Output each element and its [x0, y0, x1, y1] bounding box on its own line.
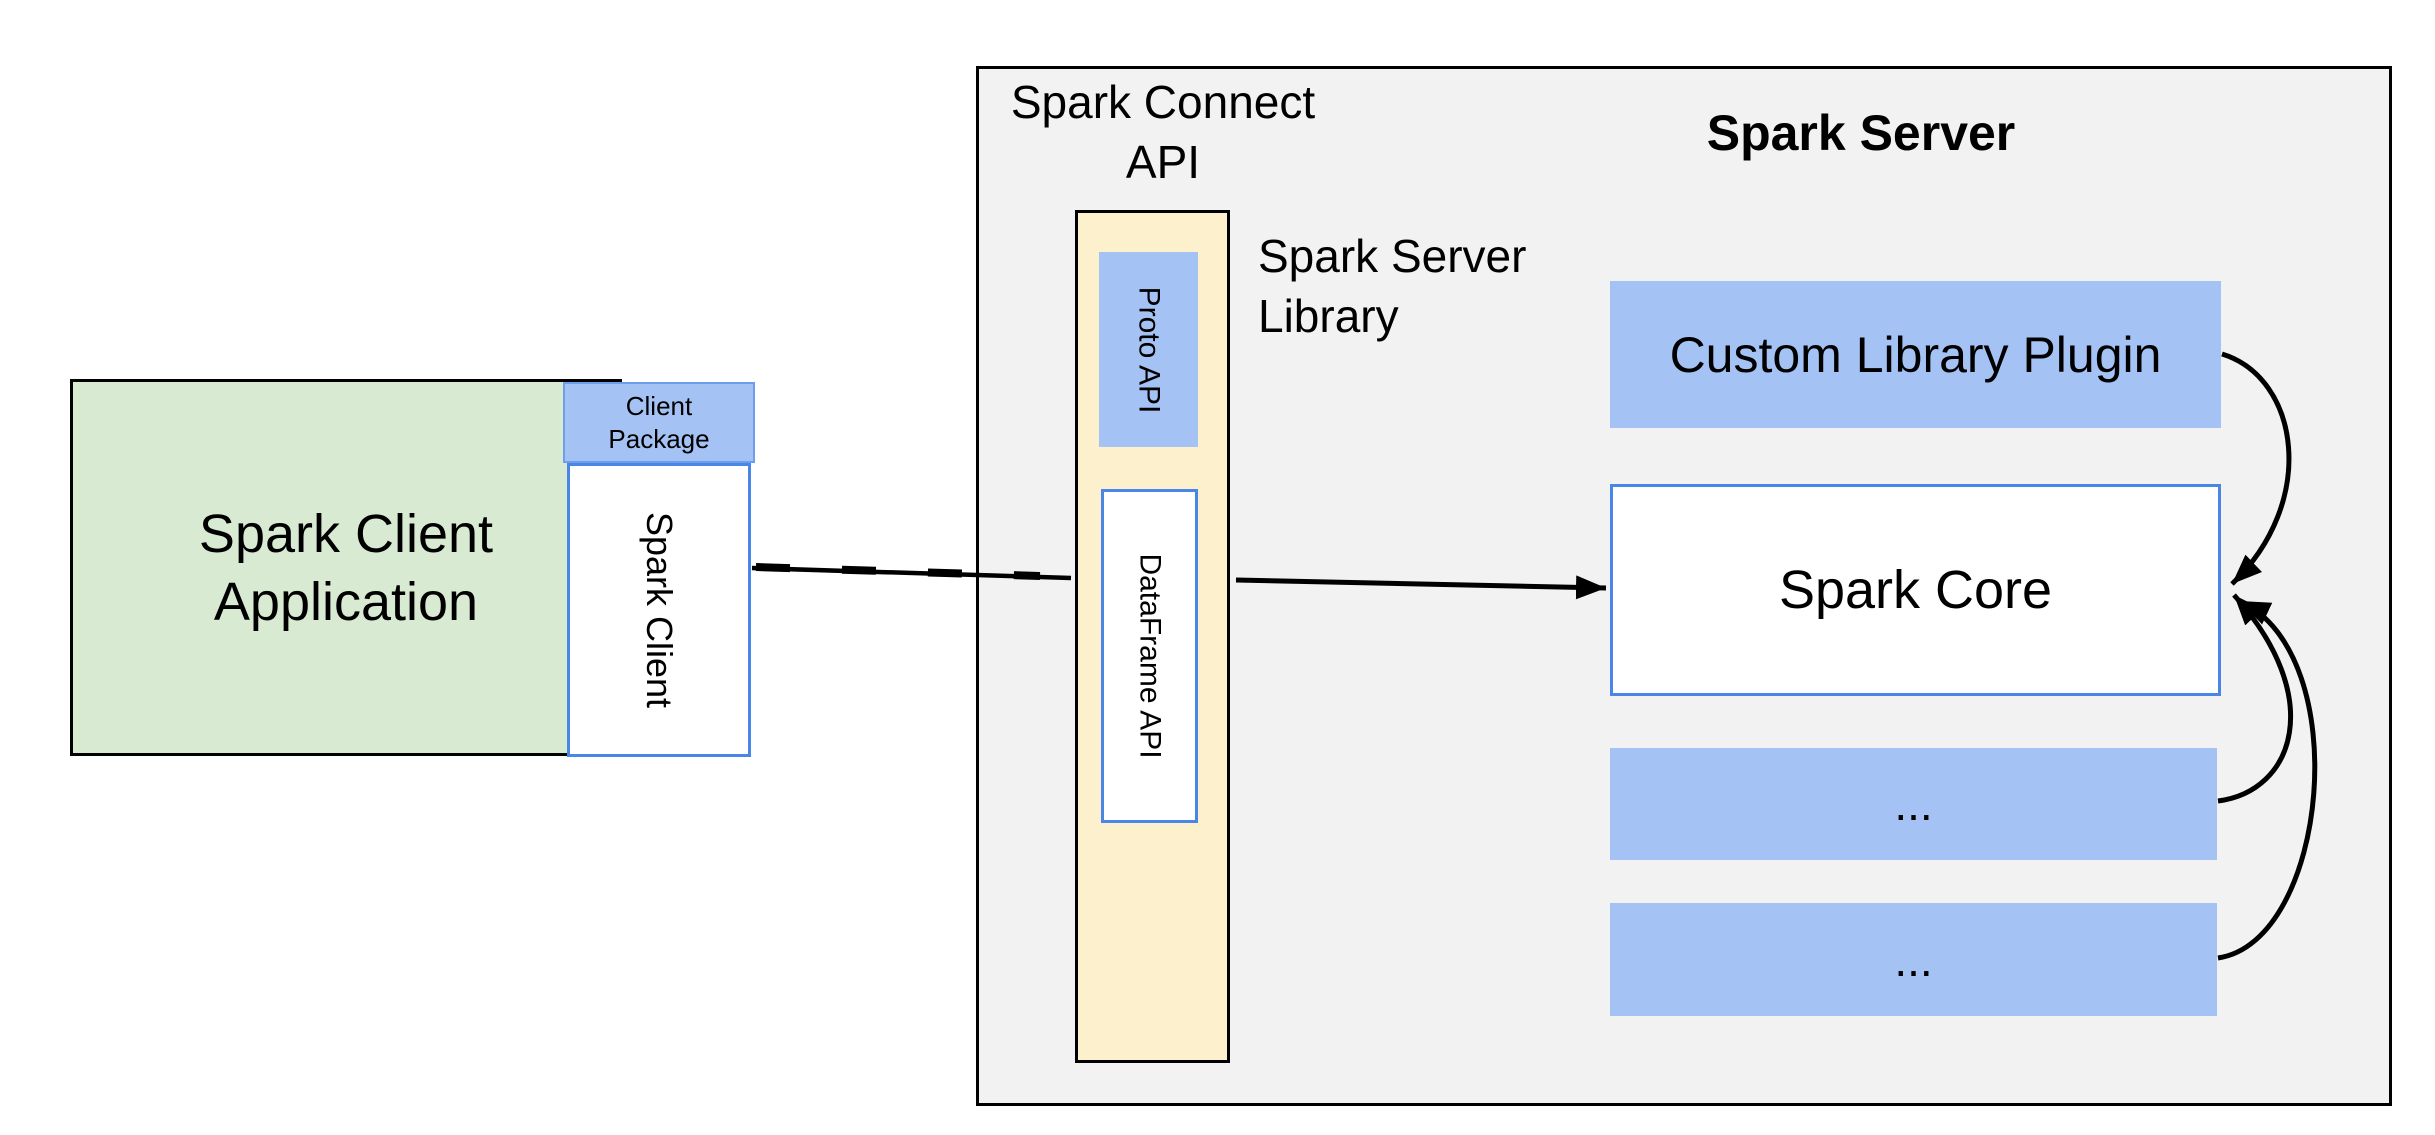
- plugin-slot-2-label: ...: [1894, 933, 1933, 986]
- proto-api-label: Proto API: [1132, 286, 1166, 413]
- client-package-label: Client Package: [608, 390, 710, 454]
- custom-library-plugin-label: Custom Library Plugin: [1669, 326, 2162, 383]
- spark-client-box: Spark Client: [567, 463, 751, 757]
- spark-client-application-box: Spark Client Application: [70, 379, 622, 756]
- spark-core-label: Spark Core: [1778, 560, 2053, 620]
- plugin-slot-2-box: ...: [1610, 903, 2217, 1016]
- proto-api-box: Proto API: [1099, 252, 1198, 447]
- spark-server-title: Spark Server: [1706, 105, 2016, 161]
- spark-client-label: Spark Client: [639, 511, 680, 709]
- client-package-box: Client Package: [563, 382, 755, 463]
- dataframe-api-label: DataFrame API: [1133, 553, 1167, 759]
- spark-core-box: Spark Core: [1610, 484, 2221, 696]
- spark-connect-api-label: Spark Connect API: [1010, 76, 1316, 188]
- spark-client-application-label: Spark Client Application: [198, 503, 494, 632]
- custom-library-plugin-box: Custom Library Plugin: [1610, 281, 2221, 428]
- spark-server-library-label: Spark Server Library: [1258, 230, 1527, 342]
- plugin-slot-1-box: ...: [1610, 748, 2217, 860]
- plugin-slot-1-label: ...: [1894, 778, 1933, 830]
- dataframe-api-box: DataFrame API: [1101, 489, 1198, 823]
